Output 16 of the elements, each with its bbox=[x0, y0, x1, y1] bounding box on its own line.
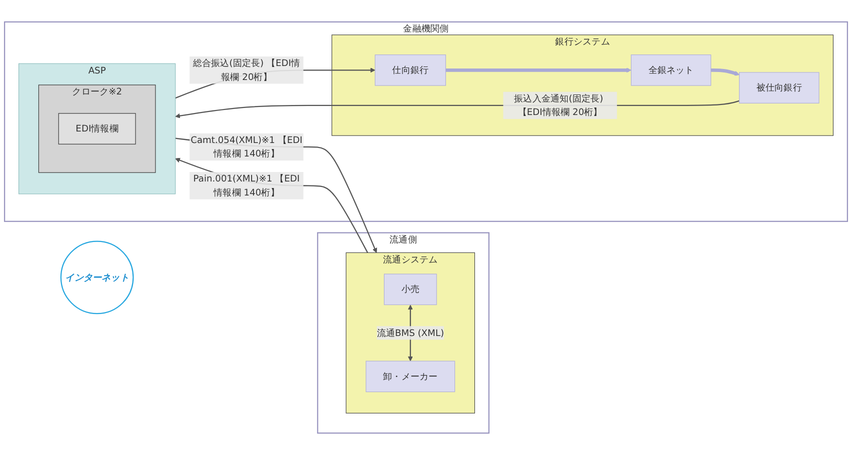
edge-label: 振込入金通知(固定長) 【EDI情報欄 20桁】 bbox=[514, 92, 604, 118]
node-box: EDI情報欄 bbox=[58, 113, 136, 144]
edge-label: Camt.054(XML)※1 【EDI情報欄 140桁】 bbox=[190, 134, 302, 159]
arrow bbox=[710, 68, 740, 76]
edge-label: Pain.001(XML)※1 【EDI情報欄 140桁】 bbox=[193, 173, 300, 198]
arrow bbox=[446, 68, 632, 73]
arrow bbox=[175, 138, 378, 253]
node-box: 小売 bbox=[384, 274, 437, 306]
node-circle: インターネット bbox=[60, 240, 134, 314]
node-box: 仕向銀行 bbox=[374, 54, 446, 86]
node-box: 全銀ネット bbox=[630, 54, 712, 86]
edge-label: 総合振込(固定長) 【EDI情報欄 20桁】 bbox=[192, 58, 300, 82]
arrow bbox=[175, 158, 368, 253]
edge-label: 流通BMS (XML) bbox=[376, 327, 444, 338]
node-box: 卸・メーカー bbox=[366, 360, 456, 392]
node-box: 被仕向銀行 bbox=[739, 72, 820, 104]
